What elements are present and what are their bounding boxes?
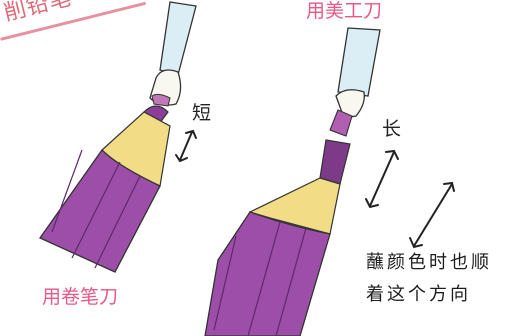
label-long: 长: [382, 118, 402, 140]
right-wood-cone: [248, 177, 341, 235]
left-pencil-facets: [51, 149, 141, 269]
right-pencil-body: [204, 211, 331, 336]
label-short: 短: [192, 102, 212, 124]
right-lead: [329, 109, 353, 137]
left-knife-stain: [151, 93, 171, 107]
note-line-2: 着这个方向: [366, 284, 471, 305]
left-pencil: [39, 1, 197, 273]
left-blade: [159, 1, 197, 76]
direction-arrow: [409, 181, 455, 249]
left-pencil-body: [39, 148, 161, 273]
right-pencil: [204, 27, 455, 336]
right-knife-tip: [335, 89, 365, 119]
right-long-arrow: [365, 149, 399, 209]
label-roller-cutter: 用卷笔刀: [42, 286, 119, 308]
left-short-arrow: [175, 129, 197, 163]
label-utility-knife: 用美工刀: [306, 0, 383, 22]
right-shaved-point: [319, 139, 351, 185]
right-pencil-facets: [213, 221, 307, 336]
left-lead: [143, 105, 169, 129]
note-line-1: 蘸颜色时也顺: [366, 252, 492, 273]
right-blade: [337, 27, 381, 97]
